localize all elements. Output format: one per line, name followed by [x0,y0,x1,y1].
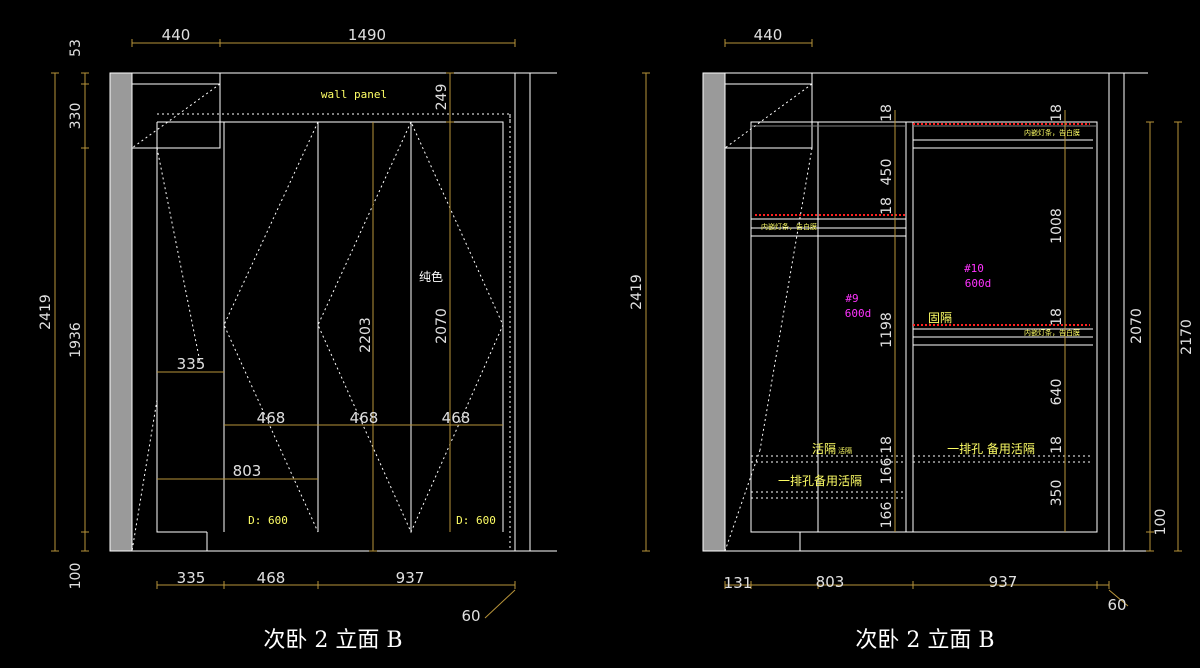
left-cabinet-outline [156,121,504,551]
right-bottom-dim-803: 803 [816,573,845,591]
right-cabinet-outline [750,121,1098,551]
left-dim-468-c: 468 [442,409,471,427]
right-bottom-dim-937: 937 [989,573,1018,591]
right-dim-2170: 2170 [1179,319,1195,355]
left-upper-box [132,83,221,149]
right-bottom-dim-60: 60 [1107,596,1126,614]
left-wall-section [109,72,133,552]
right-dim-100: 100 [1153,509,1169,536]
right-cabinet-partitions [817,122,914,532]
right-dim-18-d: 18 [1049,104,1065,122]
right-elevation: 440 2419 131 803 937 60 2070 2170 100 18… [629,26,1195,653]
left-dim-1936: 1936 [68,322,84,358]
right-shelf-movable-2 [751,491,906,499]
right-dim-18-f: 18 [1049,436,1065,454]
led-note-top: 内嵌灯条，告白膜 [1024,128,1080,137]
right-dim-2070: 2070 [1129,308,1145,344]
door-swing-2 [317,121,504,534]
right-shelf-top-right [913,139,1093,149]
right-dim-18-c: 18 [879,436,895,454]
led-note-middle: 内嵌灯条，告白膜 [1024,328,1080,337]
left-top-dim-1490: 1490 [348,26,386,44]
right-dim-18-a: 18 [879,104,895,122]
right-dim-450: 450 [879,159,895,186]
left-bottom-dim-335: 335 [177,569,206,587]
cabinet-10-number: #10 [964,262,984,275]
right-dim-350: 350 [1049,480,1065,507]
left-dim-468-b: 468 [350,409,379,427]
right-drawing-title: 次卧 2 立面 B [855,628,994,653]
right-shelf-upper-left [751,218,906,237]
left-door-dividers [223,122,412,532]
right-bottom-dim-131: 131 [724,574,753,592]
left-top-dim-440: 440 [162,26,191,44]
left-frame-outline [110,72,557,552]
left-drawing-title: 次卧 2 立面 B [263,628,402,653]
left-dim-335-inner: 335 [177,355,206,373]
door-swing-1 [223,121,319,533]
hole-row-label-right: 一排孔 备用活隔 [947,442,1035,456]
left-dim-53: 53 [68,39,84,57]
left-panel-dashed [157,113,511,551]
left-dim-2070: 2070 [434,308,450,344]
left-bottom-dim-60: 60 [461,607,480,625]
hole-row-label-left: 一排孔备用活隔 [778,474,862,488]
right-dim-166-b: 166 [879,502,895,529]
right-dim-640: 640 [1049,379,1065,406]
left-dim-2203: 2203 [358,317,374,353]
left-bottom-dim-468: 468 [257,569,286,587]
left-dim-100: 100 [68,563,84,590]
cabinet-10-depth: 600d [965,277,992,290]
movable-shelf-small-label: 活隔 [838,446,852,455]
depth-label-left: D: 600 [248,514,288,527]
right-wall-section [702,72,726,552]
left-bottom-dim-937: 937 [396,569,425,587]
left-dim-2419: 2419 [38,294,54,330]
left-dim-249: 249 [434,84,450,111]
right-frame-outline [703,72,1148,552]
right-shelf-fixed [913,328,1093,346]
solid-color-label: 纯色 [419,270,443,284]
cabinet-9-depth: 600d [845,307,872,320]
right-dim-18-e: 18 [1049,308,1065,326]
led-note-left: 内嵌灯条，告白膜 [761,222,817,231]
led-strip-lines [755,123,1090,326]
depth-label-right: D: 600 [456,514,496,527]
left-dim-330: 330 [68,103,84,130]
right-upper-box [725,73,813,149]
right-dim-166-a: 166 [879,458,895,485]
right-dim-1198: 1198 [879,312,895,348]
right-dim-2419: 2419 [629,274,645,310]
left-dim-803: 803 [233,462,262,480]
right-dim-18-b: 18 [879,197,895,215]
right-dim-1008: 1008 [1049,208,1065,244]
movable-shelf-label: 活隔 [812,442,836,456]
wall-panel-label: wall panel [321,88,387,101]
right-shelf-movable-1 [751,455,1093,463]
left-dim-468-a: 468 [257,409,286,427]
right-top-dim-440: 440 [754,26,783,44]
fixed-shelf-label: 固隔 [928,311,952,325]
left-elevation: 440 1490 53 330 2419 1936 100 335 468 93… [38,26,557,653]
cabinet-9-number: #9 [845,292,858,305]
